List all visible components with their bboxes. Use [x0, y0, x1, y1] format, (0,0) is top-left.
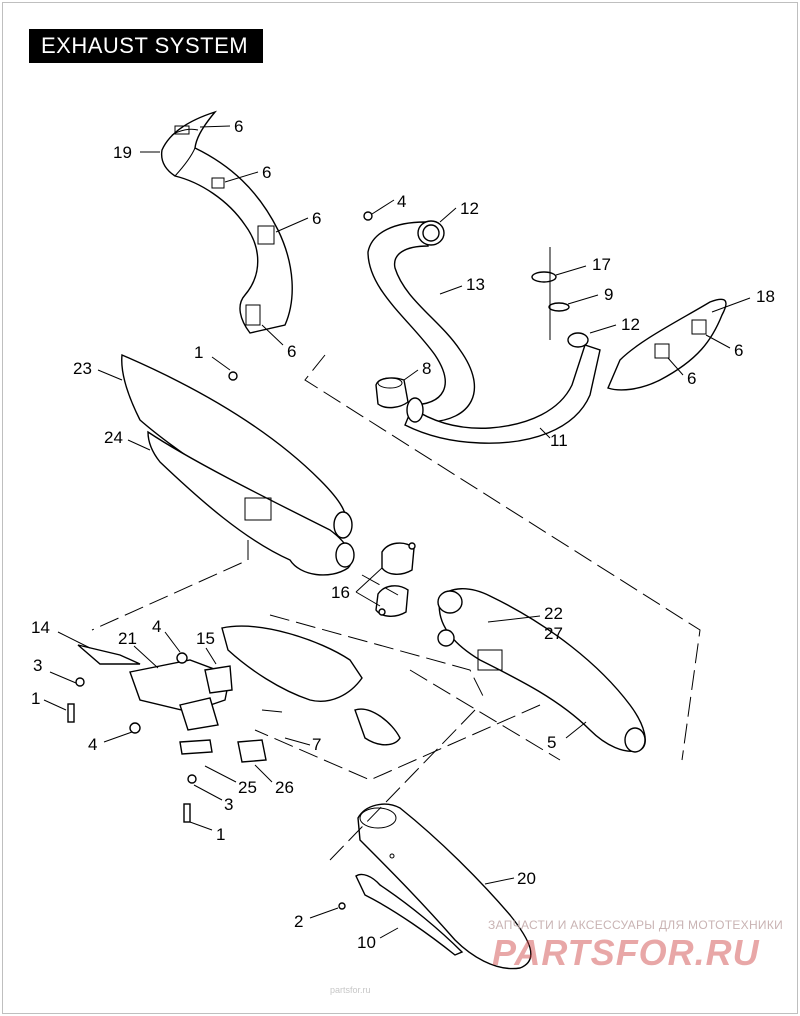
header-pipes: [363, 211, 601, 444]
callout-20: 20: [517, 869, 536, 888]
callout-6: 6: [312, 209, 321, 228]
callout-3: 3: [33, 656, 42, 675]
muffler-shell-20: [357, 803, 532, 970]
gaskets: [531, 247, 570, 340]
callout-7: 7: [312, 735, 321, 754]
callout-13: 13: [466, 275, 485, 294]
callout-1: 1: [194, 343, 203, 362]
clamps-16: [375, 542, 416, 617]
page-title: EXHAUST SYSTEM: [29, 29, 263, 63]
callout-25: 25: [238, 778, 257, 797]
callout-2: 2: [294, 912, 303, 931]
callout-23: 23: [73, 359, 92, 378]
callout-8: 8: [422, 359, 431, 378]
callout-18: 18: [756, 287, 775, 306]
callout-3: 3: [224, 795, 233, 814]
callout-9: 9: [604, 285, 613, 304]
leader-lines: [43, 125, 751, 939]
callout-6: 6: [262, 163, 271, 182]
assembly-lines: [91, 354, 701, 861]
callout-4: 4: [88, 735, 97, 754]
bracket-assembly: [67, 625, 401, 823]
watermark-logo: PARTSFOR.RU: [492, 932, 760, 973]
callout-22: 22: [544, 604, 563, 623]
callout-6: 6: [687, 369, 696, 388]
callout-10: 10: [357, 933, 376, 952]
front-heat-shield: [160, 110, 293, 334]
callout-6: 6: [734, 341, 743, 360]
callout-19: 19: [113, 143, 132, 162]
callout-24: 24: [104, 428, 123, 447]
callout-27: 27: [544, 624, 563, 643]
callout-26: 26: [275, 778, 294, 797]
callout-16: 16: [331, 583, 350, 602]
callout-1: 1: [31, 689, 40, 708]
watermark-tagline: ЗАПЧАСТИ И АКСЕССУАРЫ ДЛЯ МОТОТЕХНИКИ: [488, 918, 784, 932]
callouts: 6 19 6 6 6 4 12 13 17 9 12 18 6 6 1 23 8…: [31, 117, 775, 952]
callout-12: 12: [460, 199, 479, 218]
heat-shield-10: [338, 873, 464, 956]
callout-17: 17: [592, 255, 611, 274]
callout-12: 12: [621, 315, 640, 334]
callout-14: 14: [31, 618, 50, 637]
callout-6: 6: [234, 117, 243, 136]
callout-11: 11: [550, 431, 568, 450]
rear-header-shield: [607, 298, 727, 391]
watermark-faint: partsfor.ru: [330, 985, 371, 995]
callout-6: 6: [287, 342, 296, 361]
clamp-8: [375, 377, 409, 409]
callout-15: 15: [196, 629, 215, 648]
callout-1: 1: [216, 825, 225, 844]
callout-21: 21: [118, 629, 137, 648]
mufflers-23-24: [121, 353, 355, 576]
callout-5: 5: [547, 733, 556, 752]
callout-4: 4: [152, 617, 161, 636]
callout-4: 4: [397, 192, 406, 211]
muffler-22-27: [437, 588, 646, 753]
